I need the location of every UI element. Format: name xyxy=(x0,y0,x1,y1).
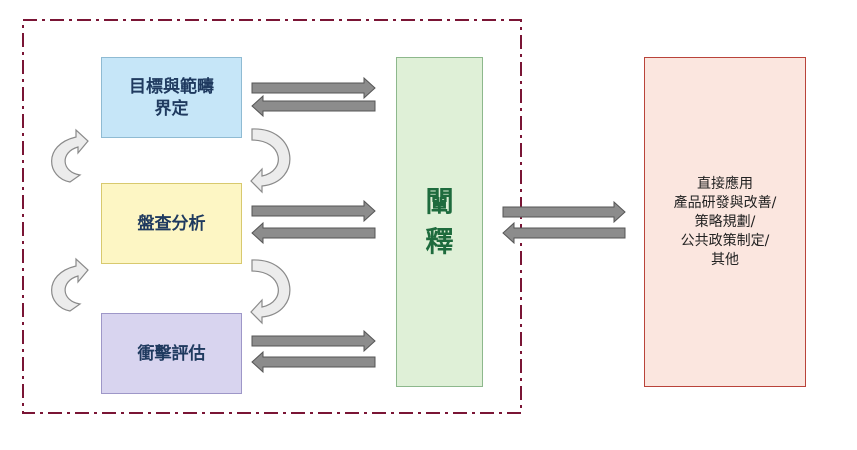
impact-assessment-label: 衝擊評估 xyxy=(137,343,206,364)
arrow-interpretation-to-impact xyxy=(251,350,376,374)
arrow-impact-to-interpretation xyxy=(251,329,376,353)
arrow-interpretation-to-goal xyxy=(251,94,376,118)
curved-arrow-inventory-to-impact xyxy=(250,259,291,325)
application-line: 產品研發與改善/ xyxy=(673,194,777,211)
interpretation-label: 闡 釋 xyxy=(425,185,454,258)
curved-arrow-goal-to-inventory xyxy=(250,128,291,194)
interpretation-box: 闡 釋 xyxy=(396,57,483,387)
application-line: 策略規劃/ xyxy=(694,213,756,230)
application-line: 公共政策制定/ xyxy=(680,232,770,249)
curved-arrow-inventory-to-goal xyxy=(51,128,89,183)
inventory-analysis-label: 盤查分析 xyxy=(137,213,206,234)
arrow-interpretation-to-inventory xyxy=(251,221,376,245)
goal-scope-box: 目標與範疇 界定 xyxy=(101,57,242,138)
inventory-analysis-box: 盤查分析 xyxy=(101,183,242,264)
arrow-interpretation-to-applications xyxy=(502,200,626,224)
application-line: 直接應用 xyxy=(697,175,753,192)
applications-box: 直接應用 產品研發與改善/ 策略規劃/ 公共政策制定/ 其他 xyxy=(644,57,806,387)
arrow-goal-to-interpretation xyxy=(251,76,376,100)
goal-scope-label: 目標與範疇 界定 xyxy=(129,76,214,119)
impact-assessment-box: 衝擊評估 xyxy=(101,313,242,394)
application-line: 其他 xyxy=(711,251,739,268)
curved-arrow-impact-to-inventory xyxy=(51,257,89,312)
arrow-applications-to-interpretation xyxy=(502,221,626,245)
applications-text: 直接應用 產品研發與改善/ 策略規劃/ 公共政策制定/ 其他 xyxy=(674,175,777,270)
arrow-inventory-to-interpretation xyxy=(251,199,376,223)
